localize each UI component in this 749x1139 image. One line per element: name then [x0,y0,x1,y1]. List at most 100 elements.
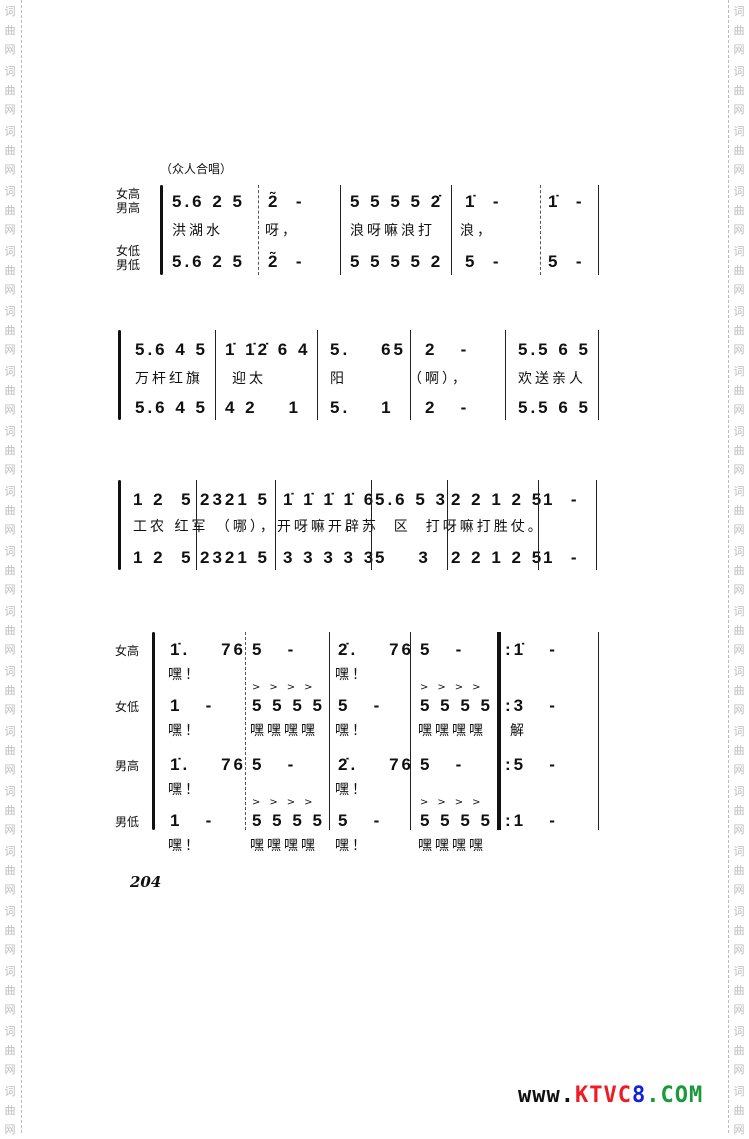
measure-upper: 1̇ - [465,192,502,211]
chorus-note: （众人合唱） [160,162,233,176]
barline [371,480,372,570]
measure: 5 5 5 5 [420,696,493,715]
margin-divider-left [21,0,22,1133]
watermark: 词曲网 [4,905,16,956]
watermark: 词曲网 [4,185,16,236]
measure-lower: 2 - [425,398,470,417]
lyric: 嘿嘿嘿嘿 [418,838,486,854]
lyric: 嘿！ [335,782,369,798]
lyric: 浪， [460,223,494,239]
lyric: 嘿！ [168,838,202,854]
measure-lower: 2 2 1 2 5 [451,548,545,567]
measure: 5 5 5 5 [420,811,493,830]
barline [505,330,506,420]
measure: :3 - [505,696,558,715]
measure-lower: 5 - [465,252,502,271]
lyric: 阳 [330,371,347,387]
measure: 5 - [338,811,383,830]
lyric: （啊）， [408,371,469,387]
part-label: 男低 [115,815,140,829]
watermark: 词曲网 [4,845,16,896]
measure-lower: 5 3 [375,548,431,567]
lyric: 工农 红军 （哪），开呀嘛开辟苏 区 打呀嘛打胜仗。 [133,519,545,535]
system-bracket [118,480,121,570]
watermark: 词曲网 [733,1025,745,1076]
watermark: 词曲网 [4,365,16,416]
watermark: 词曲网 [733,245,745,296]
barline [598,330,599,420]
barline [329,632,330,830]
barline [410,632,411,830]
measure: 2̇. 76 [338,640,414,659]
watermark: 词曲网 [733,785,745,836]
system-bracket [118,330,121,420]
system-bracket [152,632,155,830]
barline [340,185,341,275]
accent-marks: >>>> [252,797,322,808]
lyric: 嘿！ [168,782,202,798]
watermark: 词曲网 [4,1085,16,1136]
accent-marks: >>>> [252,682,322,693]
barline [196,480,197,570]
measure-upper: 1 - [543,490,580,509]
accent-marks: >>>> [420,797,490,808]
barline [447,480,448,570]
lyric: 嘿！ [335,667,369,683]
part-label: 女高 [116,187,141,201]
watermark: 词曲网 [733,725,745,776]
part-label: 女高 [115,644,140,658]
measure: 1 - [170,696,215,715]
measure-upper: 2321 5 [200,490,270,509]
watermark: 词曲网 [733,605,745,656]
measure-lower: 1 2 5 [133,548,194,567]
watermark: 词曲网 [4,965,16,1016]
watermark: 词曲网 [733,1085,745,1136]
watermark: 词曲网 [4,65,16,116]
watermark: 词曲网 [4,425,16,476]
measure-lower: 1 - [543,548,580,567]
measure: 5 - [420,640,465,659]
measure: 5 - [252,640,297,659]
barline [245,632,247,830]
barline [317,330,318,420]
measure: 1 - [170,811,215,830]
lyric: 洪湖水 [172,223,223,239]
measure-upper: 1 2 5 [133,490,194,509]
measure-upper: 5.6 2 5 [172,192,245,211]
lyric: 万杆红旗 [135,371,203,387]
measure-upper: 1̇ - [548,192,585,211]
part-label: 男高 [115,759,140,773]
lyric: 嘿！ [168,667,202,683]
watermark: 词曲网 [4,545,16,596]
lyric: 浪呀嘛浪打 [350,223,435,239]
measure: :1̇ - [505,640,558,659]
watermark: 词曲网 [4,725,16,776]
measure-upper: 5. 65 [330,340,406,359]
barline [410,330,411,420]
measure-upper: 2 2 1 2 5 [451,490,545,509]
watermark: 词曲网 [4,5,16,56]
watermark: 词曲网 [733,185,745,236]
measure-lower: 5 5 5 5 2 [350,252,444,271]
part-label: 女低 [115,700,140,714]
measure-upper: 1̇ 1̇ 1̇ 1̇ 6 [283,490,377,509]
measure-lower: 5.5 6 5 [518,398,591,417]
measure-upper: 5.6 5 3 [375,490,448,509]
watermark: 词曲网 [733,965,745,1016]
lyric: 嘿嘿嘿嘿 [250,723,318,739]
site-logo-part: .COM [646,1083,704,1108]
lyric: 迎太 [232,371,266,387]
watermark: 词曲网 [733,125,745,176]
watermark: 词曲网 [4,305,16,356]
watermark: 词曲网 [4,485,16,536]
lyric: 嘿！ [168,723,202,739]
measure-lower: 5.6 2 5 [172,252,245,271]
lyric: 嘿！ [335,838,369,854]
watermark: 词曲网 [733,845,745,896]
watermark: 词曲网 [733,65,745,116]
measure-upper: 5 5 5 5 2̇ [350,192,444,211]
lyric: 欢送亲人 [518,371,586,387]
measure-upper: 2 - [425,340,470,359]
barline [497,632,501,830]
watermark: 词曲网 [4,785,16,836]
